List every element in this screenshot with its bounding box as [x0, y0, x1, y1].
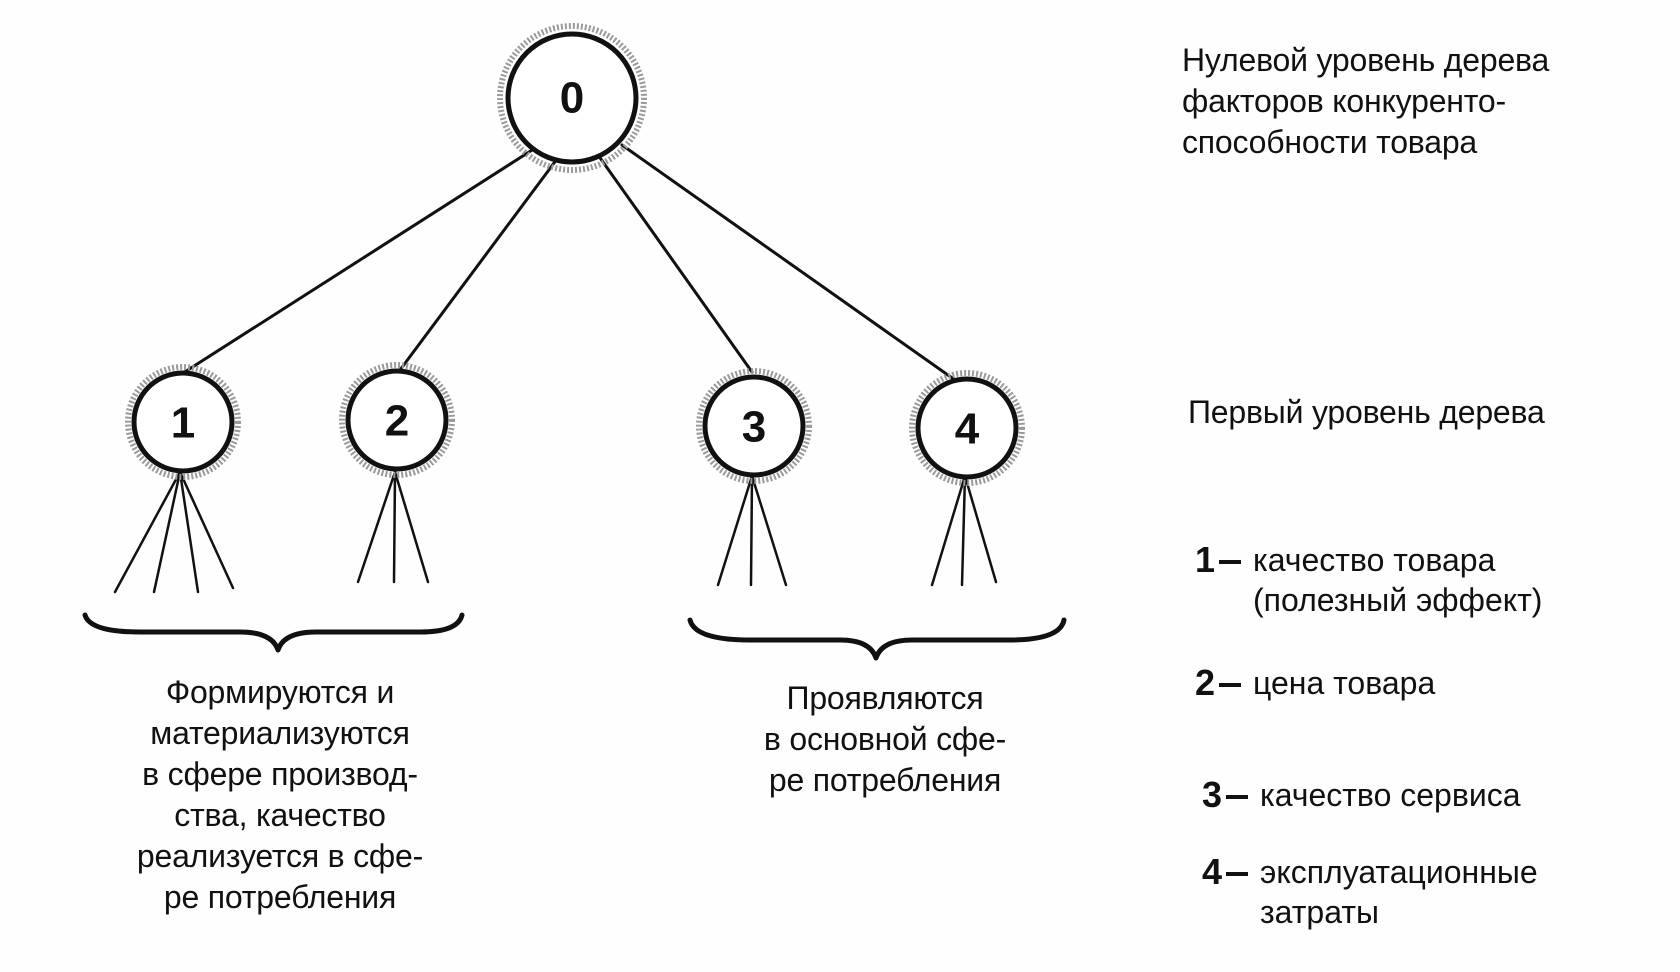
node-4-label: 4 [955, 405, 980, 454]
brace-consumption [687, 617, 1067, 661]
leaves-node-2 [356, 470, 430, 584]
legend-dash-3 [1226, 795, 1248, 799]
legend-dash-2 [1219, 683, 1241, 687]
level-first-label: Первый уровень дерева [1188, 394, 1545, 430]
legend-text-2: цена товара [1253, 665, 1436, 701]
legend-number-1: 1 [1194, 539, 1215, 580]
node-3-label: 3 [742, 403, 766, 452]
legend-number-4: 4 [1201, 851, 1222, 892]
leaves-node-1 [113, 470, 235, 594]
node-1: 1 [125, 364, 241, 480]
legend-item-1: 1 качество товара (полезный эффект) [1185, 540, 1542, 620]
edge-0-4 [620, 143, 957, 382]
node-0-label: 0 [560, 74, 584, 123]
brace-production [82, 612, 465, 653]
node-3: 3 [696, 368, 812, 484]
node-2: 2 [339, 362, 455, 478]
legend-item-3: 3 качество сервиса [1192, 775, 1521, 815]
edge-0-1 [178, 143, 542, 377]
level-zero-label: Нулевой уровень дерева факторов конкурен… [1182, 42, 1550, 160]
edge-0-3 [596, 153, 754, 374]
legend-text-4: эксплуатационные затраты [1260, 854, 1538, 930]
legend-item-2: 2 цена товара [1185, 663, 1435, 703]
legend-number-2: 2 [1194, 662, 1215, 703]
node-2-label: 2 [385, 397, 409, 446]
node-4: 4 [909, 370, 1025, 486]
legend-text-3: качество сервиса [1260, 777, 1521, 813]
leaves-node-4 [930, 474, 998, 587]
legend-text-1: качество товара (полезный эффект) [1253, 542, 1543, 618]
leaves-node-3 [716, 474, 788, 587]
group-production-caption: Формируются и материализуются в сфере пр… [136, 674, 424, 915]
node-0: 0 [497, 23, 647, 173]
group-consumption-caption: Проявляются в основной сфе- ре потреблен… [763, 680, 1007, 798]
legend-number-3: 3 [1201, 774, 1222, 815]
edge-0-2 [398, 153, 562, 372]
legend-dash-1 [1219, 560, 1241, 564]
legend-item-4: 4 эксплуатационные затраты [1192, 852, 1538, 932]
legend-dash-4 [1226, 872, 1248, 876]
node-1-label: 1 [171, 399, 195, 448]
